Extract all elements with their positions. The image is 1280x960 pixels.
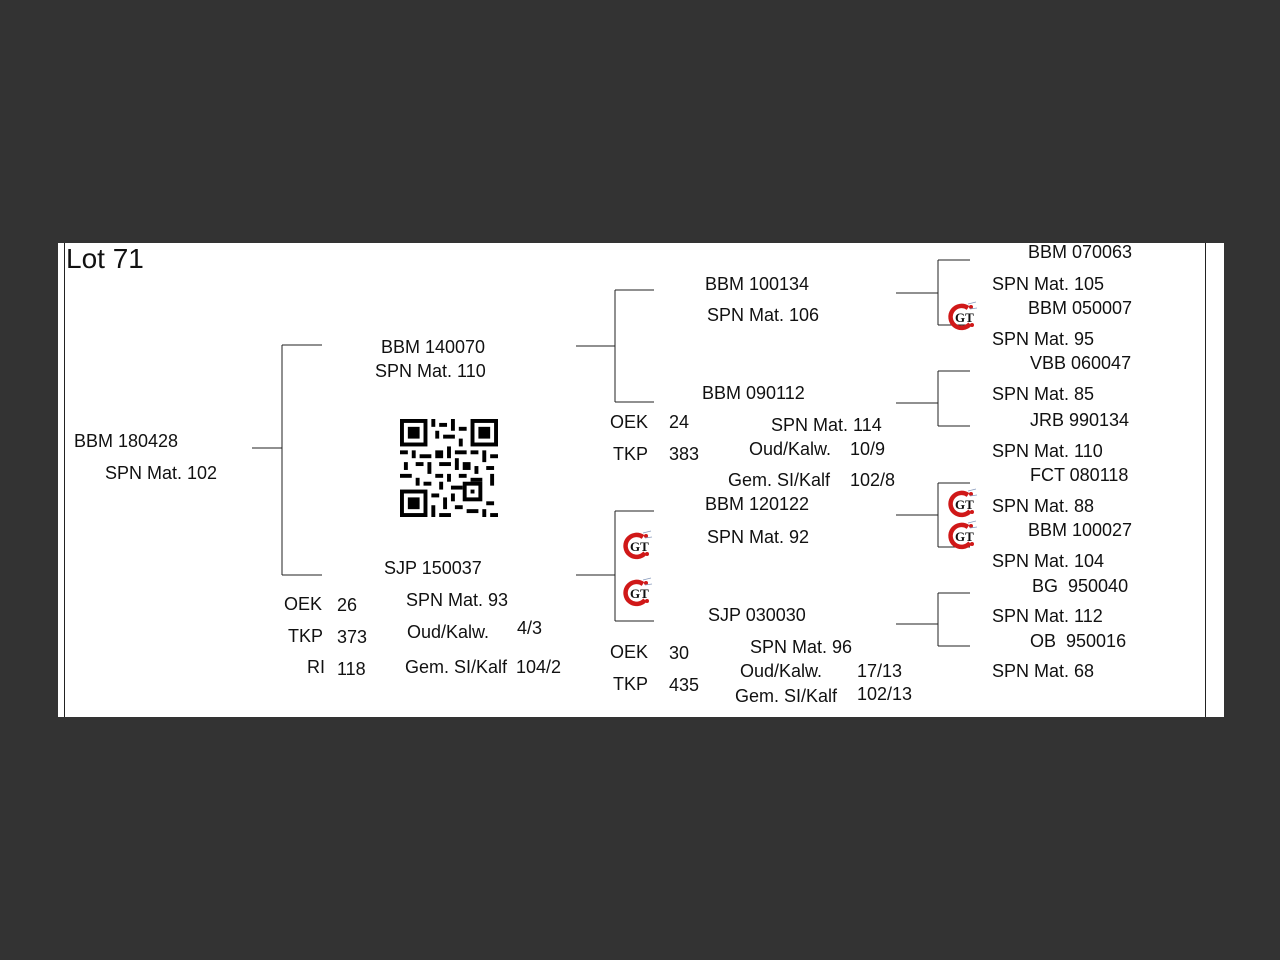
- dam-sire-id: BBM 120122: [705, 494, 810, 514]
- sire-dam-gem-value: 102/8: [850, 470, 896, 490]
- gen4-ancestor-5-spn: SPN Mat. 88: [992, 496, 1095, 516]
- sire-sire-spn: SPN Mat. 106: [707, 305, 820, 325]
- dam-oek-value: 26: [337, 595, 358, 615]
- dam-sire-spn: SPN Mat. 92: [707, 527, 810, 547]
- dam-gem-label: Gem. SI/Kalf: [405, 657, 508, 677]
- dam-ri-label: RI: [307, 657, 325, 677]
- gen4-ancestor-3-id: VBB 060047: [1030, 353, 1132, 373]
- sire-dam-tkp-value: 383: [669, 444, 700, 464]
- svg-text:GT: GT: [955, 529, 974, 544]
- gt-logo-icon: GT: [948, 488, 978, 518]
- dam-dam-tkp-value: 435: [669, 675, 700, 695]
- sire-spn: SPN Mat. 110: [375, 361, 486, 381]
- svg-text:GT: GT: [955, 497, 974, 512]
- gen4-ancestor-4-id: JRB 990134: [1030, 410, 1130, 430]
- gen4-ancestor-8-id: OB 950016: [1030, 631, 1127, 651]
- dam-oek-label: OEK: [284, 594, 323, 614]
- gen4-ancestor-1-spn: SPN Mat. 105: [992, 274, 1105, 294]
- svg-text:GT: GT: [630, 539, 649, 554]
- dam-dam-oud-label: Oud/Kalw.: [740, 661, 823, 681]
- dam-oud-value: 4/3: [517, 618, 543, 638]
- gt-logo-icon: GT: [948, 520, 978, 550]
- gen4-ancestor-8-spn: SPN Mat. 68: [992, 661, 1095, 681]
- gen4-ancestor-7-id: BG 950040: [1032, 576, 1129, 596]
- gen4-ancestor-3-spn: SPN Mat. 85: [992, 384, 1095, 404]
- sire-dam-oek-label: OEK: [610, 412, 649, 432]
- left-border-line: [64, 243, 65, 717]
- dam-tkp-label: TKP: [288, 626, 324, 646]
- animal-id: BBM 180428: [74, 431, 179, 451]
- sire-dam-oek-value: 24: [669, 412, 690, 432]
- gt-logo-icon: GT: [623, 530, 653, 560]
- right-border-line: [1205, 243, 1206, 717]
- svg-text:GT: GT: [630, 586, 649, 601]
- gen4-ancestor-2-id: BBM 050007: [1028, 298, 1133, 318]
- dam-spn: SPN Mat. 93: [406, 590, 509, 610]
- pedigree-sheet: Lot 71 BBM 180428 SPN Mat. 102 BBM 14007…: [58, 243, 1224, 717]
- gen4-ancestor-6-id: BBM 100027: [1028, 520, 1133, 540]
- dam-dam-spn: SPN Mat. 96: [750, 637, 853, 657]
- sire-dam-oud-label: Oud/Kalw.: [749, 439, 832, 459]
- gen4-ancestor-6-spn: SPN Mat. 104: [992, 551, 1105, 571]
- sire-dam-tkp-label: TKP: [613, 444, 649, 464]
- dam-id: SJP 150037: [384, 558, 482, 578]
- dam-ri-value: 118: [337, 659, 366, 679]
- lot-title: Lot 71: [66, 243, 144, 274]
- dam-dam-tkp-label: TKP: [613, 674, 649, 694]
- dam-oud-label: Oud/Kalw.: [407, 622, 490, 642]
- sire-dam-id: BBM 090112: [702, 383, 805, 403]
- sire-dam-spn: SPN Mat. 114: [771, 415, 882, 435]
- gen4-ancestor-5-id: FCT 080118: [1030, 465, 1129, 485]
- gen4-ancestor-4-spn: SPN Mat. 110: [992, 441, 1103, 461]
- dam-dam-oud-value: 17/13: [857, 661, 903, 681]
- dam-dam-oek-label: OEK: [610, 642, 649, 662]
- sire-id: BBM 140070: [381, 337, 486, 357]
- sire-sire-id: BBM 100134: [705, 274, 810, 294]
- qr-code-icon: [400, 419, 498, 517]
- svg-text:GT: GT: [955, 310, 974, 325]
- gen4-ancestor-7-spn: SPN Mat. 112: [992, 606, 1103, 626]
- dam-gem-value: 104/2: [516, 657, 562, 677]
- dam-dam-gem-label: Gem. SI/Kalf: [735, 686, 838, 706]
- gen4-ancestor-1-id: BBM 070063: [1028, 243, 1133, 262]
- gt-logo-icon: GT: [948, 301, 978, 331]
- animal-spn: SPN Mat. 102: [105, 463, 218, 483]
- dam-tkp-value: 373: [337, 627, 368, 647]
- gen4-ancestor-2-spn: SPN Mat. 95: [992, 329, 1095, 349]
- dam-dam-oek-value: 30: [669, 643, 690, 663]
- gt-logo-icon: GT: [623, 577, 653, 607]
- sire-dam-oud-value: 10/9: [850, 439, 886, 459]
- dam-dam-gem-value: 102/13: [857, 684, 913, 704]
- dam-dam-id: SJP 030030: [708, 605, 806, 625]
- sire-dam-gem-label: Gem. SI/Kalf: [728, 470, 831, 490]
